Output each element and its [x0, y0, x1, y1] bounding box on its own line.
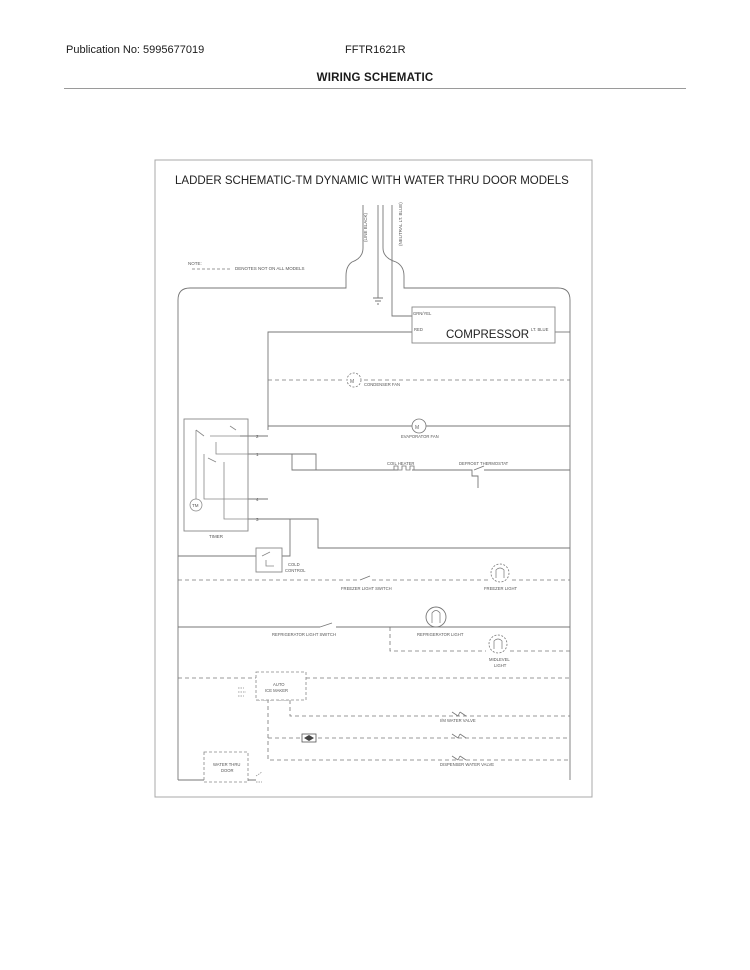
water-thru-door-label-2: DOOR: [221, 768, 234, 773]
midlevel-light-label-1: MIDLEVEL: [489, 657, 510, 662]
refrigerator-light-icon: [425, 606, 447, 628]
auto-ice-maker-label-1: AUTO: [273, 682, 285, 687]
timer-label: TIMER: [209, 534, 224, 539]
timer-terminal-3-rung: [248, 518, 570, 549]
bypass-water-valve-icon: [451, 733, 467, 739]
schematic-title: LADDER SCHEMATIC-TM DYNAMIC WITH WATER T…: [175, 175, 569, 187]
dispenser-water-rung: [267, 678, 570, 761]
freezer-light-switch-label: FREEZER LIGHT SWITCH: [341, 586, 392, 591]
coil-heater-feed: [248, 453, 317, 470]
compressor-wire-grn-yel: GRN/YEL: [413, 311, 432, 316]
timer-terminal-1: 1: [256, 452, 259, 457]
note-text: DENOTES NOT ON ALL MODELS: [235, 266, 305, 271]
neutral-wire: [382, 205, 571, 780]
publication-number: Publication No: 5995677019: [66, 44, 205, 56]
coil-heater-label: COIL HEATER: [387, 461, 414, 466]
dispenser-water-valve-icon: [451, 755, 467, 761]
timer-motor-icon: [189, 498, 203, 512]
timer-box: [183, 418, 249, 532]
compressor-wire-red: RED: [414, 327, 423, 332]
condenser-fan-label: CONDENSER FAN: [364, 382, 400, 387]
dispenser-water-valve-label: DISPENSER WATER VALVE: [440, 762, 494, 767]
red-wire: [267, 331, 412, 430]
midlevel-light-filament: [493, 638, 503, 649]
ice-maker-bin-icon: [238, 687, 246, 697]
im-water-valve-label: I/M WATER VALVE: [440, 718, 476, 723]
compressor-box: [411, 306, 556, 344]
defrost-thermostat-icon: [473, 465, 485, 471]
freezer-light-icon: [490, 563, 510, 583]
im-water-valve-rung: [289, 700, 570, 717]
midlevel-light-icon: [488, 634, 508, 654]
schematic-frame: [154, 159, 593, 798]
cold-control-label-1: COLD: [288, 562, 300, 567]
evaporator-fan-glyph: M: [415, 425, 419, 431]
refrigerator-light-filament: [431, 610, 441, 623]
im-water-valve-icon: [451, 711, 467, 717]
page-title: WIRING SCHEMATIC: [316, 72, 434, 84]
freezer-light-filament: [495, 567, 505, 578]
defrost-thermostat-label: DEFROST THERMOSTAT: [459, 461, 509, 466]
defrost-rung: [248, 453, 570, 488]
optional-wiring: [178, 379, 570, 761]
timer-terminal-4: 4: [256, 497, 259, 502]
line-black-label: (LINE BLACK): [363, 212, 368, 242]
evaporator-fan-label: EVAPORATOR FAN: [401, 434, 439, 439]
header-divider: [64, 88, 686, 89]
compressor-wire-lt-blue: LT. BLUE: [531, 327, 549, 332]
freezer-light-switch-icon: [359, 575, 371, 581]
cold-control-label-2: CONTROL: [285, 568, 306, 573]
midlevel-light-label-2: LIGHT: [494, 663, 507, 668]
auto-ice-maker-box: [255, 671, 307, 701]
model-number: FFTR1621R: [345, 44, 406, 56]
refrigerator-light-switch-label: REFRIGERATOR LIGHT SWITCH: [272, 632, 336, 637]
cold-control-switch-icon: [261, 551, 274, 567]
neutral-lt-blue-label: (NEUTRAL LT. BLUE): [398, 202, 403, 246]
ground-symbol: [373, 297, 383, 305]
water-thru-door-switch-icon: [255, 771, 263, 783]
timer-motor-label: TM: [192, 503, 199, 508]
compressor-label: COMPRESSOR: [446, 329, 529, 341]
evaporator-fan-icon: [411, 418, 427, 434]
refrigerator-light-label: REFRIGERATOR LIGHT: [417, 632, 464, 637]
water-relay-diode-icon: [304, 735, 314, 741]
freezer-light-label: FREEZER LIGHT: [484, 586, 517, 591]
timer-terminal-3: 3: [256, 517, 259, 522]
condenser-fan-icon: [346, 372, 362, 388]
water-thru-door-box: [203, 751, 249, 783]
cold-control-rung: [178, 519, 291, 557]
refrigerator-light-switch-icon: [319, 622, 333, 628]
coil-heater-icon: [390, 465, 415, 471]
line-black-wire: [177, 205, 364, 780]
midlevel-light-rung: [389, 627, 570, 652]
note-label: NOTE:: [188, 261, 202, 266]
timer-internal-wiring: [195, 425, 248, 520]
condenser-fan-glyph: M: [350, 379, 354, 385]
auto-ice-maker-label-2: ICE MAKER: [265, 688, 288, 693]
grn-yel-wire: [391, 205, 412, 317]
cold-control-box: [255, 547, 283, 573]
timer-terminal-2: 2: [256, 434, 259, 439]
wiring-lines: [177, 205, 571, 781]
water-thru-door-label-1: WATER THRU: [213, 762, 240, 767]
